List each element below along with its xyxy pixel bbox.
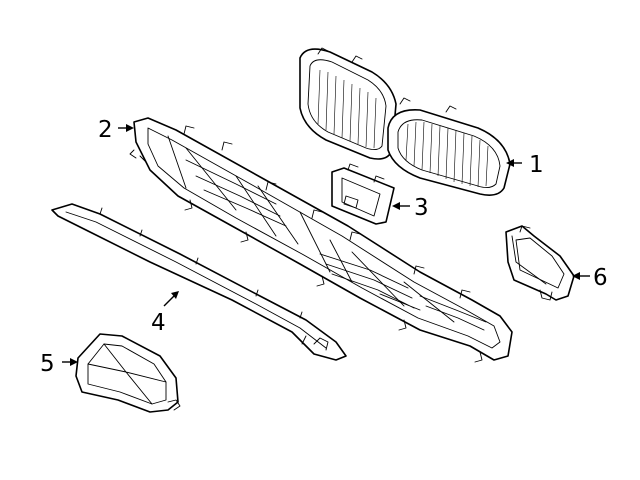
part-6-duct-bracket <box>505 225 575 301</box>
callout-2: 2 <box>98 117 134 143</box>
part-3-bracket <box>331 163 395 225</box>
part-1-kidney-grille <box>299 47 511 196</box>
callout-5: 5 <box>40 351 78 377</box>
callout-number-6: 6 <box>593 265 608 291</box>
part-4-trim-strip <box>51 203 347 361</box>
callout-number-2: 2 <box>98 117 113 143</box>
callout-number-1: 1 <box>529 152 544 178</box>
callout-3: 3 <box>392 195 429 221</box>
part-2-lower-grille <box>129 117 513 363</box>
callout-1: 1 <box>506 152 544 178</box>
callout-4: 4 <box>151 291 179 336</box>
callout-number-4: 4 <box>151 310 166 336</box>
callout-number-5: 5 <box>40 351 55 377</box>
callout-6: 6 <box>572 265 608 291</box>
part-5-fog-surround <box>75 333 181 413</box>
callout-number-3: 3 <box>414 195 429 221</box>
